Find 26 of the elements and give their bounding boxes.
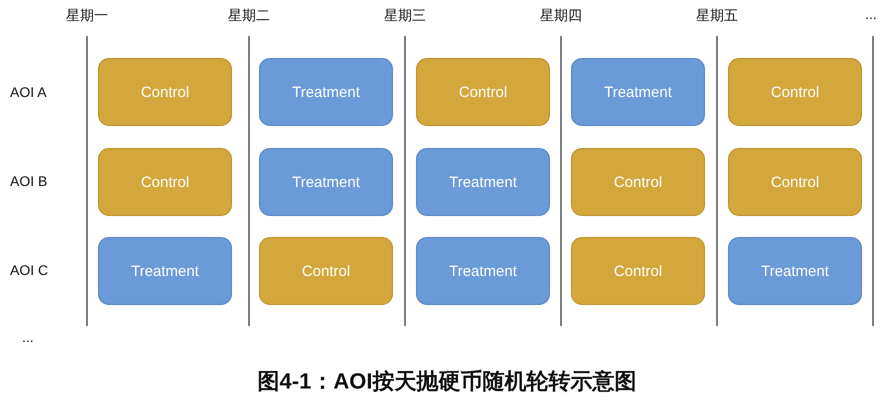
column-header: 星期四 [540,6,582,24]
assignment-box: Control [571,148,705,216]
ellipsis: ... [865,6,877,22]
assignment-box: Treatment [416,237,550,305]
assignment-box: Control [728,58,862,126]
assignment-box: Control [98,148,232,216]
assignment-box: Control [728,148,862,216]
assignment-box: Control [98,58,232,126]
column-header: 星期三 [384,6,426,24]
ellipsis: ... [22,328,34,346]
column-header: 星期二 [228,6,270,24]
assignment-box: Treatment [259,148,393,216]
assignment-box: Treatment [259,58,393,126]
assignment-box: Treatment [98,237,232,305]
row-label: AOI C [10,262,48,278]
assignment-box: Treatment [728,237,862,305]
row-label: AOI B [10,172,48,190]
assignment-box: Control [571,237,705,305]
column-header: 星期五 [696,6,738,24]
assignment-box: Control [259,237,393,305]
assignment-box: Treatment [416,148,550,216]
row-label: AOI A [10,84,47,100]
figure-caption: 图4-1：AOI按天抛硬币随机轮转示意图 [258,368,636,394]
column-header: 星期一 [66,6,108,24]
assignment-box: Treatment [571,58,705,126]
assignment-box: Control [416,58,550,126]
